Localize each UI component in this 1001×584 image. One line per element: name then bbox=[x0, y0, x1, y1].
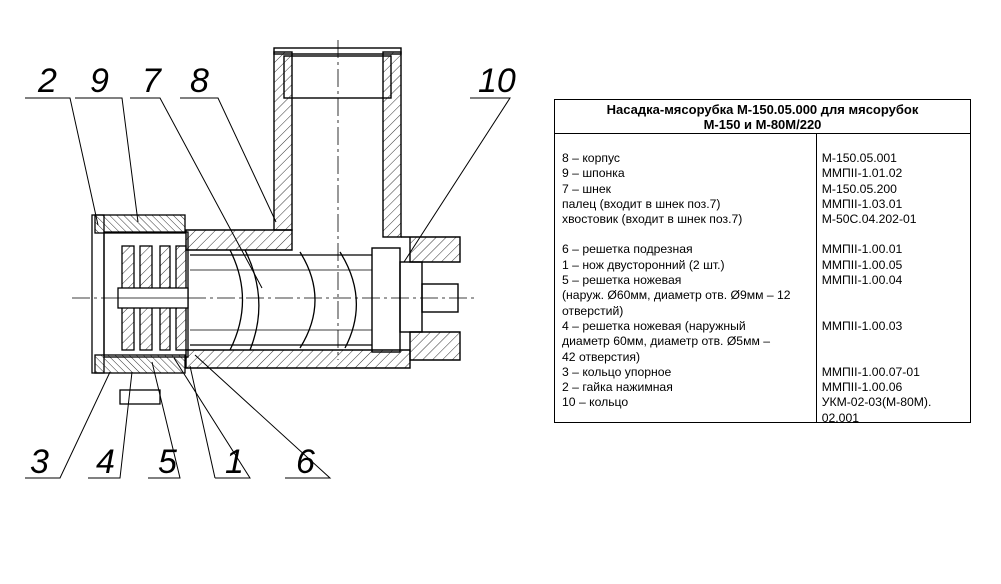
part-code: М-150.05.200 bbox=[821, 181, 897, 196]
callout-8: 8 bbox=[190, 62, 209, 100]
table-row: хвостовик (входит в шнек поз.7) М-50С.04.… bbox=[555, 212, 970, 227]
table-row: диаметр 60мм, диаметр отв. Ø5мм – bbox=[555, 334, 970, 349]
part-code: М-150.05.001 bbox=[821, 151, 897, 165]
table-row: 7 – шнек М-150.05.200 bbox=[555, 182, 970, 197]
part-code bbox=[815, 288, 970, 303]
part-code: ММПII-1.00.05 bbox=[821, 257, 903, 272]
callout-2: 2 bbox=[37, 62, 57, 100]
callout-9: 9 bbox=[90, 62, 109, 100]
callout-4: 4 bbox=[96, 443, 115, 481]
part-code: ММПII-1.03.01 bbox=[821, 196, 903, 211]
part-code bbox=[815, 304, 970, 319]
part-code: ММПII-1.00.06 bbox=[821, 380, 903, 395]
part-name: 3 – кольцо упорное bbox=[562, 364, 672, 379]
part-code: ММПII-1.00.03 bbox=[821, 318, 903, 333]
table-title: Насадка-мясорубка М-150.05.000 для мясор… bbox=[555, 100, 970, 134]
table-row: 3 – кольцо упорное ММПII-1.00.07-01 bbox=[555, 365, 970, 380]
table-row: палец (входит в шнек поз.7) ММПII-1.03.01 bbox=[555, 197, 970, 212]
callout-5: 5 bbox=[158, 443, 177, 481]
front-assembly bbox=[91, 214, 189, 405]
part-name: 5 – решетка ножевая bbox=[562, 273, 682, 288]
callout-10: 10 bbox=[478, 62, 516, 100]
auger bbox=[190, 249, 372, 351]
part-code: ММПII-1.00.04 bbox=[821, 273, 903, 288]
part-name: отверстий) bbox=[562, 303, 624, 318]
table-row: 10 – кольцо УКМ-02-03(М-80М). bbox=[555, 395, 970, 410]
part-code: ММПII-1.00.01 bbox=[821, 242, 903, 257]
part-name: хвостовик (входит в шнек поз.7) bbox=[562, 212, 743, 227]
part-name: 4 – решетка ножевая (наружный bbox=[562, 318, 746, 333]
column-divider bbox=[816, 134, 817, 422]
part-code: УКМ-02-03(М-80М). bbox=[821, 395, 932, 410]
table-row: отверстий) bbox=[555, 304, 970, 319]
table-row: 6 – решетка подрезная ММПII-1.00.01 bbox=[555, 242, 970, 257]
leader-lines bbox=[25, 97, 511, 479]
table-row: 4 – решетка ножевая (наружный ММПII-1.00.… bbox=[555, 319, 970, 334]
callout-numbers: 2 9 7 8 10 3 4 5 1 6 bbox=[30, 62, 516, 481]
table-title-line1: Насадка-мясорубка М-150.05.000 для мясор… bbox=[606, 102, 919, 117]
part-code: ММПII-1.01.02 bbox=[821, 166, 903, 181]
part-code: ММПII-1.00.07-01 bbox=[821, 364, 920, 379]
table-row: 8 – корпус М-150.05.001 bbox=[555, 151, 970, 166]
housing-body bbox=[185, 47, 461, 369]
part-name: 1 – нож двусторонний (2 шт.) bbox=[562, 257, 725, 272]
table-row: 42 отверстия) bbox=[555, 350, 970, 365]
part-name: 42 отверстия) bbox=[562, 349, 641, 364]
table-row: 9 – шпонка ММПII-1.01.02 bbox=[555, 166, 970, 181]
part-name: 7 – шнек bbox=[562, 181, 611, 196]
part-code bbox=[815, 334, 970, 349]
part-name: (наруж. Ø60мм, диаметр отв. Ø9мм – 12 bbox=[562, 288, 791, 303]
row-gap bbox=[555, 227, 970, 242]
table-row: 5 – решетка ножевая ММПII-1.00.04 bbox=[555, 273, 970, 288]
part-code bbox=[815, 350, 970, 365]
part-name bbox=[555, 411, 815, 426]
part-name: палец (входит в шнек поз.7) bbox=[562, 196, 721, 211]
table-row: (наруж. Ø60мм, диаметр отв. Ø9мм – 12 bbox=[555, 288, 970, 303]
part-name: 8 – корпус bbox=[562, 151, 621, 165]
table-row: 1 – нож двусторонний (2 шт.) ММПII-1.00.0… bbox=[555, 258, 970, 273]
table-row: 02.001 bbox=[555, 411, 970, 426]
table-row: 2 – гайка нажимная ММПII-1.00.06 bbox=[555, 380, 970, 395]
callout-7: 7 bbox=[142, 62, 162, 100]
part-name: диаметр 60мм, диаметр отв. Ø5мм – bbox=[562, 334, 770, 349]
part-code: 02.001 bbox=[821, 410, 860, 425]
callout-6: 6 bbox=[296, 443, 315, 481]
part-name: 9 – шпонка bbox=[562, 166, 625, 181]
part-code: М-50С.04.202-01 bbox=[821, 212, 917, 227]
callout-1: 1 bbox=[225, 443, 244, 481]
part-name: 6 – решетка подрезная bbox=[562, 242, 693, 257]
callout-3: 3 bbox=[30, 443, 49, 481]
table-title-line2: М-150 и М-80М/220 bbox=[703, 117, 822, 132]
part-name: 10 – кольцо bbox=[562, 395, 629, 410]
parts-table: Насадка-мясорубка М-150.05.000 для мясор… bbox=[554, 99, 971, 426]
part-name: 2 – гайка нажимная bbox=[562, 380, 673, 395]
